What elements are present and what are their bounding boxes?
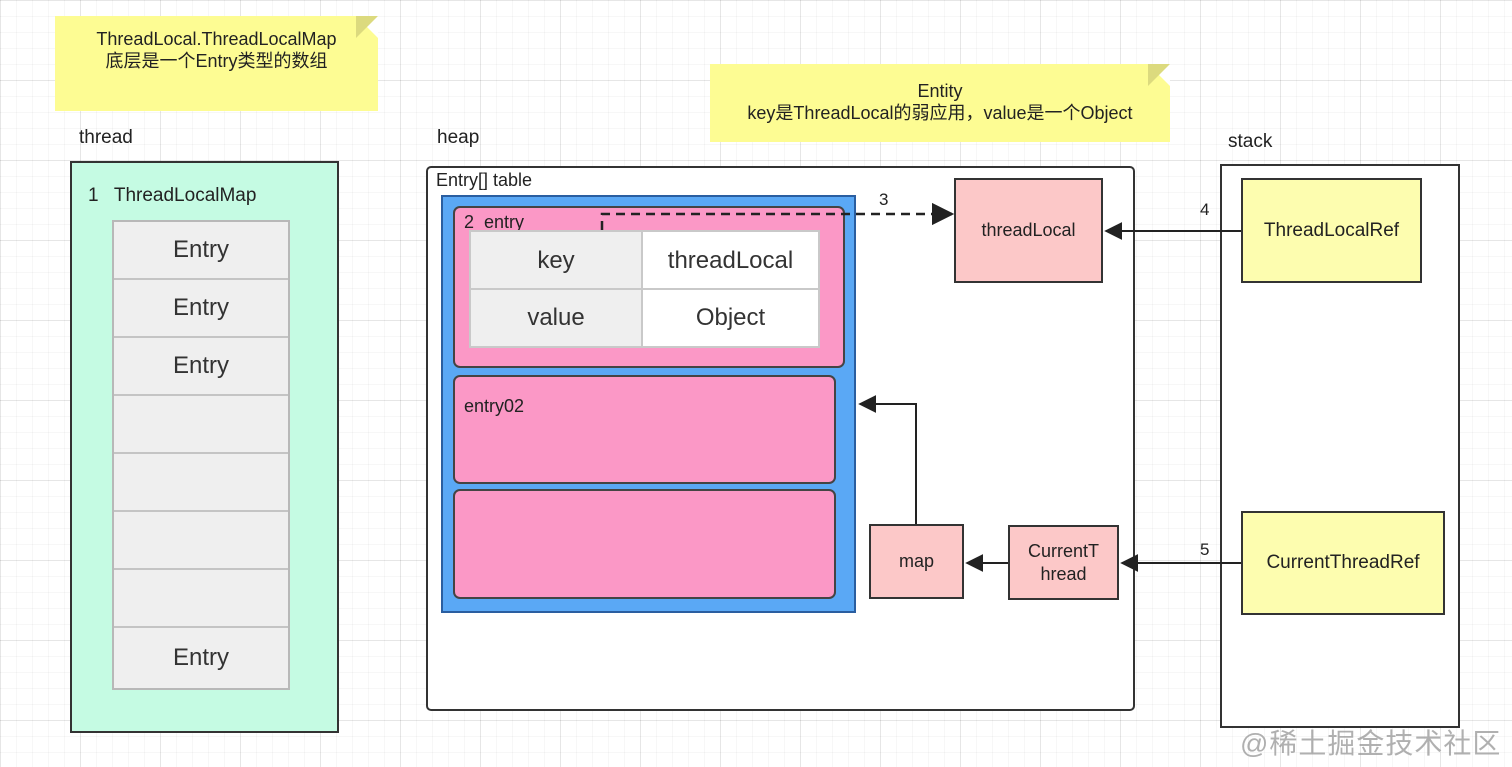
current-thread-ref[interactable]: CurrentThreadRef [1241, 511, 1445, 615]
entry-kv-table: key threadLocal value Object [469, 230, 820, 348]
entry-node[interactable]: 2 entry key threadLocal value Object [453, 206, 845, 368]
edge-3-label: 3 [879, 190, 889, 209]
entry-slot-1[interactable]: Entry [114, 280, 288, 338]
current-thread-object[interactable]: CurrentT hread [1008, 525, 1119, 600]
kv-key-cell-key: key [471, 232, 643, 290]
entity-note: Entity key是ThreadLocal的弱应用，value是一个Objec… [710, 64, 1170, 142]
threadlocal-object[interactable]: threadLocal [954, 178, 1103, 283]
entry-slot-7[interactable]: Entry [114, 630, 288, 688]
entry-slot-5[interactable] [114, 512, 288, 570]
thread-map-container[interactable]: 1 ThreadLocalMap Entry Entry Entry Entry [70, 161, 339, 733]
map-note-line1: ThreadLocal.ThreadLocalMap [96, 29, 337, 49]
watermark: @稀土掘金技术社区 [1240, 728, 1502, 759]
edge-5-label: 5 [1200, 540, 1210, 559]
current-thread-line2: hread [1040, 563, 1087, 584]
current-thread-line1: CurrentT [1027, 540, 1099, 561]
entry-slot-3[interactable] [114, 396, 288, 454]
entry02-node[interactable]: entry02 [453, 375, 836, 484]
map-note-line2: 底层是一个Entry类型的数组 [105, 51, 328, 71]
threadlocal-ref[interactable]: ThreadLocalRef [1241, 178, 1422, 283]
stack-section-label: stack [1228, 131, 1273, 152]
kv-key-cell-value: value [471, 290, 643, 346]
kv-value-cell-object: Object [695, 304, 766, 331]
entry-array: Entry Entry Entry Entry [112, 220, 290, 690]
entry-slot-4[interactable] [114, 454, 288, 512]
edge-map-to-table [858, 395, 917, 524]
entry-slot-2[interactable]: Entry [114, 338, 288, 396]
entry-table-label: Entry[] table [436, 170, 533, 190]
entry-slot-0[interactable]: Entry [114, 222, 288, 280]
thread-map-number: 1 [88, 185, 99, 206]
heap-section-label: heap [437, 127, 480, 148]
thread-section-label: thread [79, 127, 133, 148]
map-object[interactable]: map [869, 524, 964, 599]
edge-4-label: 4 [1200, 200, 1210, 219]
entry02-label: entry02 [464, 396, 525, 416]
entry-node-label: 2 entry [464, 212, 525, 232]
kv-value-cell-threadlocal: threadLocal [643, 232, 818, 290]
entry-slot-6[interactable] [114, 570, 288, 628]
entry03-node[interactable] [453, 489, 836, 599]
thread-map-header: 1 ThreadLocalMap [88, 185, 256, 207]
edge-3-weak-ref [600, 202, 955, 230]
map-note: ThreadLocal.ThreadLocalMap 底层是一个Entry类型的… [55, 16, 378, 111]
entity-note-line2: key是ThreadLocal的弱应用，value是一个Object [747, 103, 1133, 123]
thread-map-title: ThreadLocalMap [113, 185, 257, 206]
entity-note-line1: Entity [917, 81, 963, 101]
